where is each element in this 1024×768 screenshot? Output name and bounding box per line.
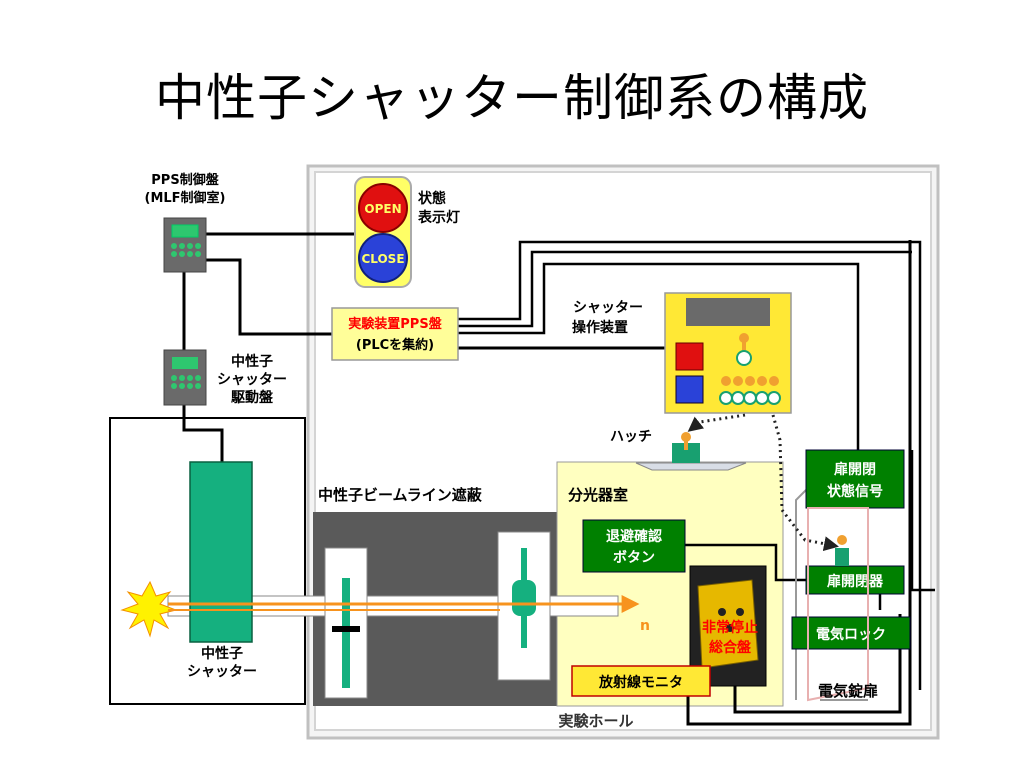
pps-panel-label-2: (MLF制御室) [145, 190, 226, 206]
neutron-symbol: n [640, 618, 650, 634]
spectrometer-room-label: 分光器室 [568, 486, 628, 504]
lamp-open-light [358, 183, 408, 233]
hatch [635, 462, 747, 471]
lamp-close-light [358, 233, 408, 283]
emergency-label-2: 総合盤 [709, 639, 752, 656]
door-status-signal-box [805, 449, 905, 509]
electric-door-label: 電気錠扉 [818, 682, 878, 700]
experiment-pps-panel [331, 307, 459, 361]
hatch-key-icon [681, 432, 691, 442]
neutron-source-burst [120, 580, 178, 638]
operation-red-button [675, 342, 704, 371]
emergency-label-1: 非常停止 [702, 619, 758, 636]
drive-panel-label-3: 駆動盤 [231, 389, 274, 406]
exp-pps-label-2: (PLCを集約) [356, 337, 434, 353]
status-lamp-label-1: 状態 [418, 190, 446, 207]
door-status-label-1: 扉開閉 [834, 461, 876, 478]
hatch-label: ハッチ [610, 429, 652, 445]
door-status-label-2: 状態信号 [827, 483, 883, 500]
status-lamp-label-2: 表示灯 [417, 209, 460, 226]
exp-pps-label-1: 実験装置PPS盤 [348, 316, 442, 332]
radiation-monitor-label: 放射線モニタ [598, 674, 683, 691]
evac-button-label-2: ボタン [613, 550, 655, 566]
electric-lock-box [791, 616, 911, 650]
drive-panel-label-2: シャッター [217, 372, 287, 388]
shutter-label-1: 中性子 [201, 645, 243, 662]
drive-panel-label-1: 中性子 [231, 353, 273, 370]
shutter-op-label-1: シャッター [573, 300, 643, 316]
pps-panel-label-1: PPS制御盤 [151, 172, 219, 188]
lamp-close-text: CLOSE [361, 252, 404, 266]
evacuation-confirm-button [582, 519, 686, 573]
door-switch-box [805, 565, 905, 595]
operation-display [686, 298, 770, 326]
door-switch-label: 扉開閉器 [827, 573, 884, 590]
door-key-icon [837, 535, 847, 545]
radiation-monitor-box [571, 665, 711, 697]
beamline-shield-label: 中性子ビームライン遮蔽 [318, 486, 483, 504]
shutter-op-label-2: 操作装置 [572, 319, 628, 336]
neutron-shutter-block [189, 461, 253, 643]
electric-lock-door [807, 507, 869, 702]
shutter-label-2: シャッター [187, 664, 257, 680]
evac-button-label-1: 退避確認 [606, 528, 662, 545]
slide-title: 中性子シャッター制御系の構成 [155, 69, 869, 127]
lamp-open-text: OPEN [364, 202, 401, 216]
electric-lock-label: 電気ロック [816, 626, 886, 643]
operation-blue-button [675, 375, 704, 404]
experiment-hall-label: 実験ホール [558, 712, 633, 730]
key-switch-icons [719, 333, 781, 405]
